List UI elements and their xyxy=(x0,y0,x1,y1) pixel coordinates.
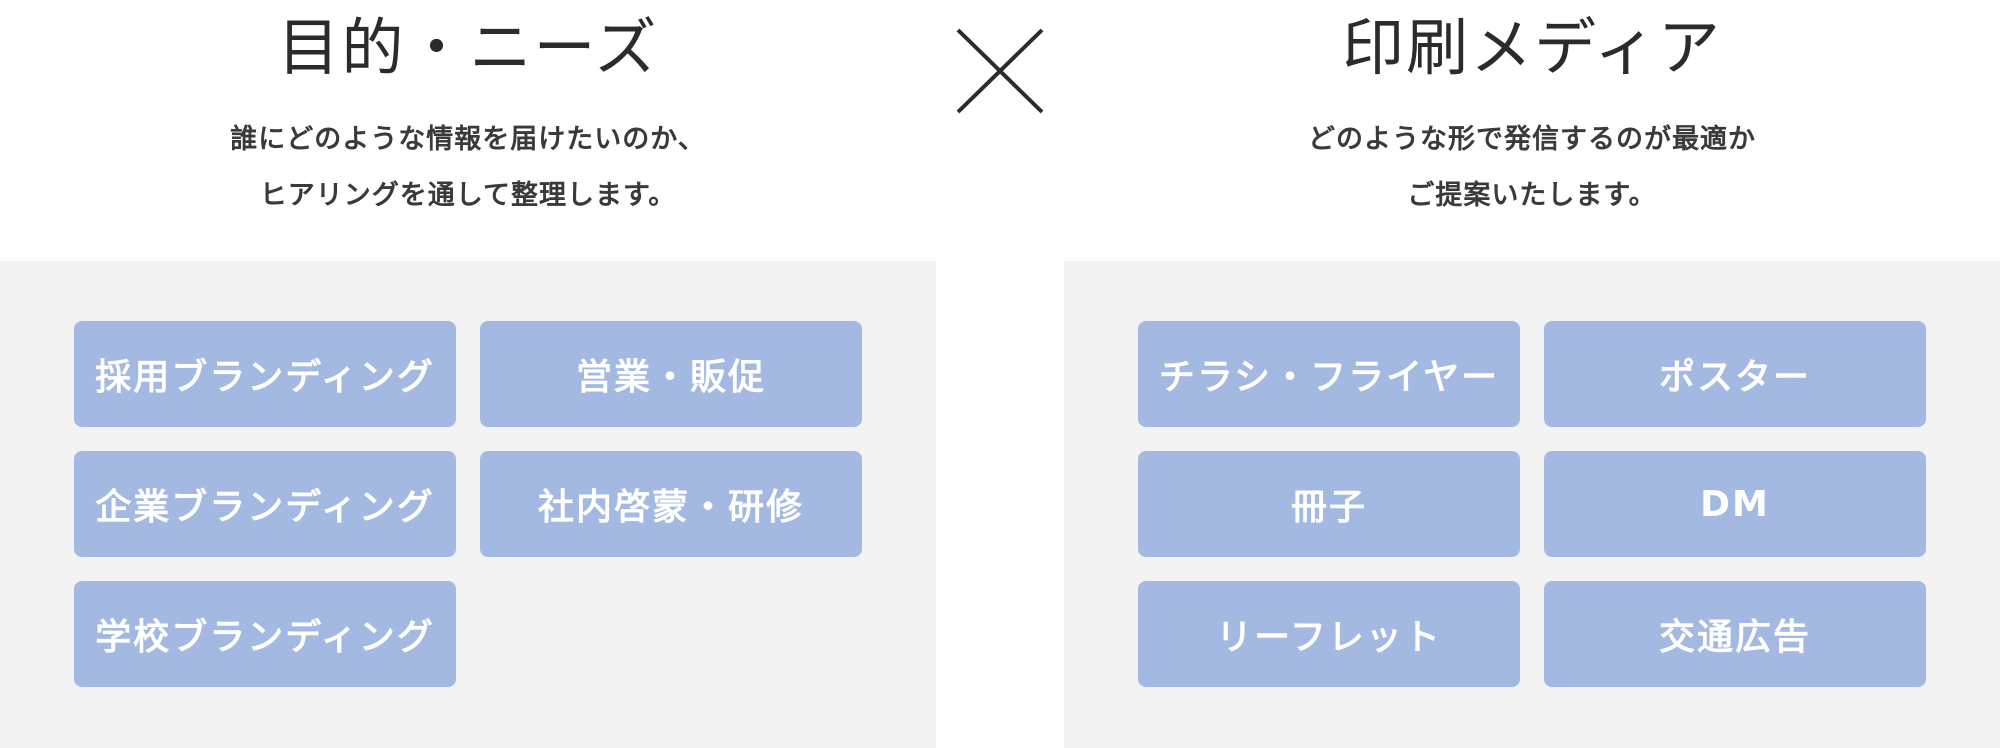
tag-school-branding[interactable]: 学校ブランディング xyxy=(74,581,456,687)
tag-internal-training[interactable]: 社内啓蒙・研修 xyxy=(480,451,862,557)
needs-description-line-1: 誰にどのような情報を届けたいのか、 xyxy=(230,124,706,155)
tag-sales-promotion[interactable]: 営業・販促 xyxy=(480,321,862,427)
needs-title: 目的・ニーズ xyxy=(277,11,659,84)
media-section: 印刷メディア どのような形で発信するのが最適か ご提案いたします。 チラシ・フラ… xyxy=(1064,0,2000,748)
tag-booklet[interactable]: 冊子 xyxy=(1138,451,1520,557)
media-panel: チラシ・フライヤー ポスター 冊子 DM リーフレット 交通広告 xyxy=(1064,261,2000,748)
media-title: 印刷メディア xyxy=(1342,11,1722,84)
media-description-line-1: どのような形で発信するのが最適か xyxy=(1308,124,1756,155)
media-description-line-2: ご提案いたします。 xyxy=(1407,180,1657,211)
needs-description: 誰にどのような情報を届けたいのか、 ヒアリングを通して整理します。 xyxy=(0,112,936,224)
tag-recruit-branding[interactable]: 採用ブランディング xyxy=(74,321,456,427)
media-description: どのような形で発信するのが最適か ご提案いたします。 xyxy=(1064,112,2000,224)
tag-poster[interactable]: ポスター xyxy=(1544,321,1926,427)
tag-flyer[interactable]: チラシ・フライヤー xyxy=(1138,321,1520,427)
tag-transit-ad[interactable]: 交通広告 xyxy=(1544,581,1926,687)
media-tag-grid: チラシ・フライヤー ポスター 冊子 DM リーフレット 交通広告 xyxy=(1138,321,1926,687)
needs-tag-grid: 採用ブランディング 営業・販促 企業ブランディング 社内啓蒙・研修 学校ブランデ… xyxy=(74,321,862,687)
needs-section: 目的・ニーズ 誰にどのような情報を届けたいのか、 ヒアリングを通して整理します。… xyxy=(0,0,936,748)
times-icon xyxy=(950,26,1050,116)
tag-leaflet[interactable]: リーフレット xyxy=(1138,581,1520,687)
needs-panel: 採用ブランディング 営業・販促 企業ブランディング 社内啓蒙・研修 学校ブランデ… xyxy=(0,261,936,748)
needs-description-line-2: ヒアリングを通して整理します。 xyxy=(259,180,677,211)
tag-direct-mail[interactable]: DM xyxy=(1544,451,1926,557)
tag-corporate-branding[interactable]: 企業ブランディング xyxy=(74,451,456,557)
